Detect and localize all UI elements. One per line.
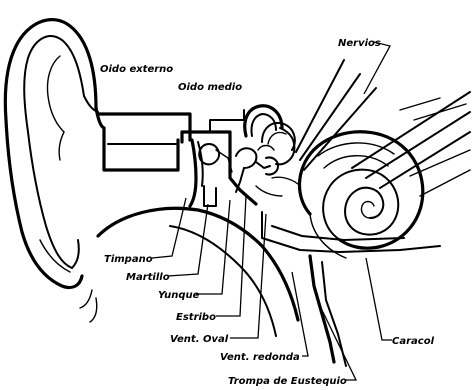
- pinna-outline: [5, 20, 104, 322]
- label-vent-redonda: Vent. redonda: [220, 352, 300, 363]
- label-oido-externo: Oido externo: [100, 64, 173, 75]
- label-trompa-eustaquio: Trompa de Eustequio: [228, 376, 347, 387]
- ossicles: [199, 144, 278, 192]
- label-timpano: Timpano: [104, 254, 153, 265]
- label-nervios: Nervios: [338, 38, 381, 49]
- eustachian-tube: [98, 208, 440, 366]
- label-vent-oval: Vent. Oval: [170, 334, 229, 345]
- ear-canal: [98, 114, 190, 170]
- label-yunque: Yunque: [158, 290, 200, 301]
- label-oido-medio: Oido medio: [178, 82, 242, 93]
- label-martillo: Martillo: [126, 272, 170, 283]
- label-estribo: Estribo: [176, 312, 216, 323]
- label-caracol: Caracol: [392, 336, 435, 347]
